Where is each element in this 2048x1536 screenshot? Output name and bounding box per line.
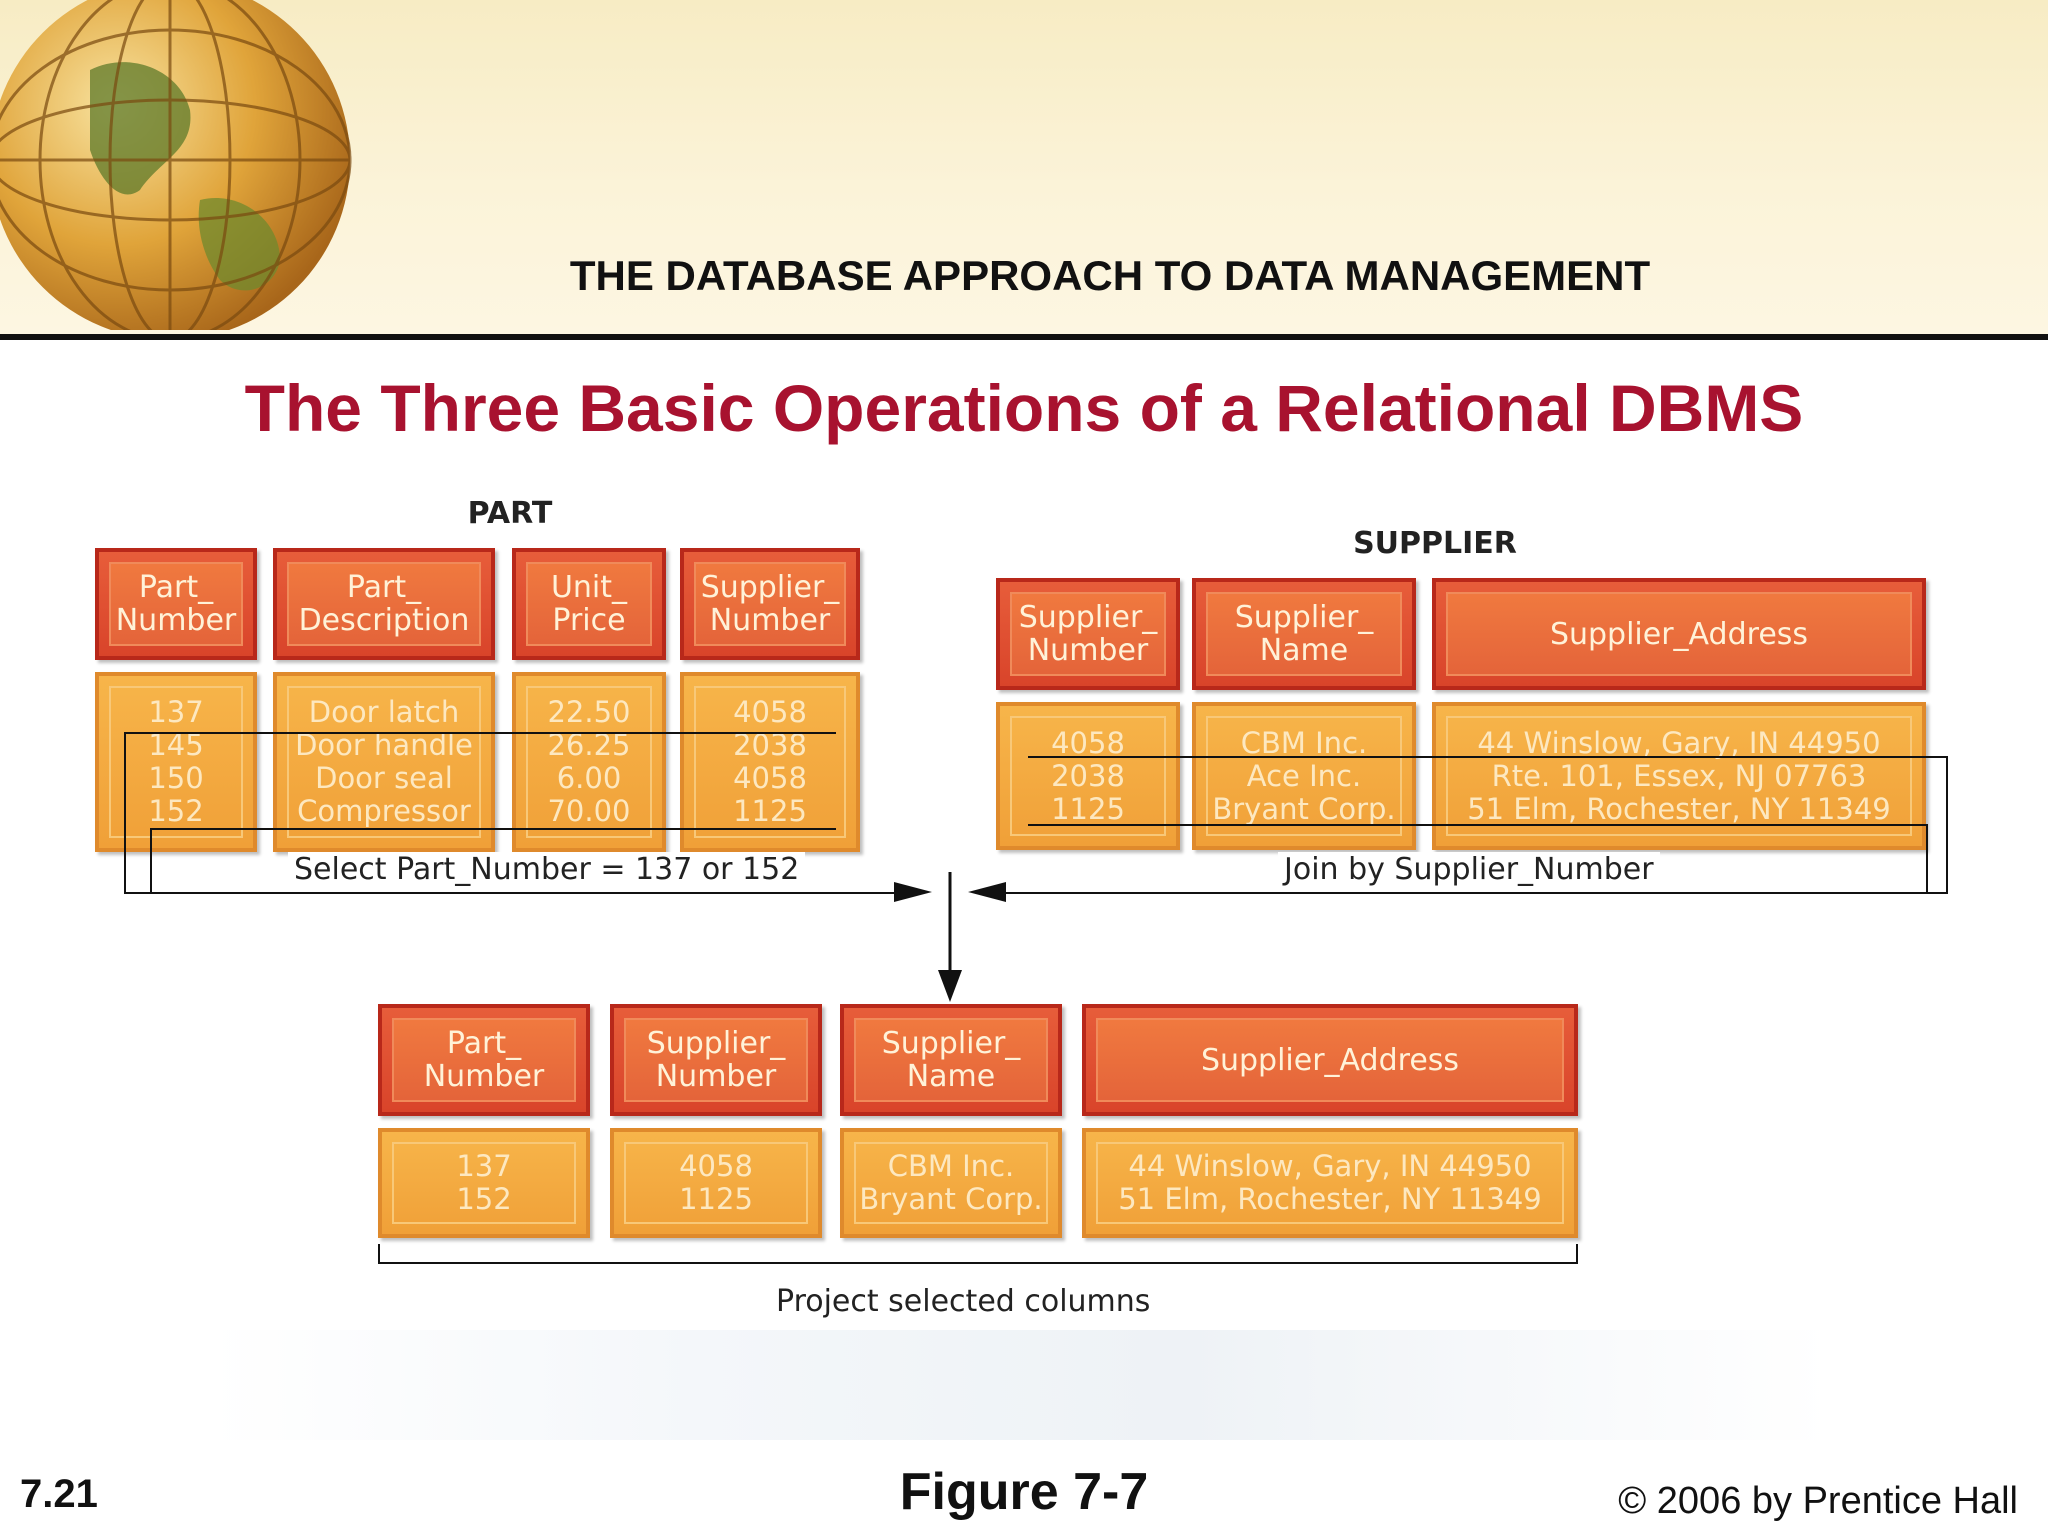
- supplier-header-supplier-name: Supplier_ Name: [1192, 578, 1416, 690]
- cell-values: 22.50 26.25 6.00 70.00: [526, 686, 652, 838]
- project-bracket-bottom: [378, 1262, 1578, 1264]
- join-line-right: [1946, 756, 1948, 894]
- section-title: THE DATABASE APPROACH TO DATA MANAGEMENT: [569, 252, 1651, 299]
- supplier-cell-supplier-number: 4058 2038 1125: [996, 702, 1180, 850]
- figure-shadow: [210, 1330, 1830, 1440]
- slide-title: The Three Basic Operations of a Relation…: [244, 371, 1804, 445]
- join-line-right-inner: [1926, 824, 1928, 894]
- operations-arrows-icon: [894, 872, 1006, 1002]
- select-line-left: [124, 732, 126, 894]
- globe-logo: [0, 0, 352, 330]
- supplier-cell-supplier-address: 44 Winslow, Gary, IN 44950 Rte. 101, Ess…: [1432, 702, 1926, 850]
- part-cell-part-number: 137 145 150 152: [95, 672, 257, 852]
- header-label: Part_ Number: [392, 1018, 576, 1102]
- part-cell-part-description: Door latch Door handle Door seal Compres…: [273, 672, 495, 852]
- cell-values: 44 Winslow, Gary, IN 44950 Rte. 101, Ess…: [1446, 716, 1912, 836]
- part-cell-unit-price: 22.50 26.25 6.00 70.00: [512, 672, 666, 852]
- header-label: Supplier_ Number: [624, 1018, 808, 1102]
- join-line-arrow: [996, 892, 1948, 894]
- figure-caption: Figure 7-7: [899, 1463, 1149, 1521]
- cell-values: 137 152: [392, 1142, 576, 1224]
- result-header-part-number: Part_ Number: [378, 1004, 590, 1116]
- header-label: Part_ Description: [287, 562, 481, 646]
- select-line-bottom: [150, 828, 836, 830]
- header-label: Supplier_ Name: [1206, 592, 1402, 676]
- header-label: Supplier_ Number: [1010, 592, 1166, 676]
- cell-values: CBM Inc. Ace Inc. Bryant Corp.: [1206, 716, 1402, 836]
- result-cell-supplier-number: 4058 1125: [610, 1128, 822, 1238]
- part-header-unit-price: Unit_ Price: [512, 548, 666, 660]
- cell-values: 137 145 150 152: [109, 686, 243, 838]
- part-header-supplier-number: Supplier_ Number: [680, 548, 860, 660]
- cell-values: 44 Winslow, Gary, IN 44950 51 Elm, Roche…: [1096, 1142, 1564, 1224]
- select-line-left-inner: [150, 828, 152, 892]
- supplier-header-supplier-number: Supplier_ Number: [996, 578, 1180, 690]
- cell-values: CBM Inc. Bryant Corp.: [854, 1142, 1048, 1224]
- result-cell-supplier-name: CBM Inc. Bryant Corp.: [840, 1128, 1062, 1238]
- part-cell-supplier-number: 4058 2038 4058 1125: [680, 672, 860, 852]
- header-label: Supplier_ Name: [854, 1018, 1048, 1102]
- cell-values: Door latch Door handle Door seal Compres…: [287, 686, 481, 838]
- part-table-name: PART: [467, 496, 553, 531]
- project-operation-label: Project selected columns: [770, 1284, 1157, 1319]
- select-line-top: [124, 732, 836, 734]
- supplier-cell-supplier-name: CBM Inc. Ace Inc. Bryant Corp.: [1192, 702, 1416, 850]
- supplier-header-supplier-address: Supplier_Address: [1432, 578, 1926, 690]
- result-header-supplier-number: Supplier_ Number: [610, 1004, 822, 1116]
- result-header-supplier-name: Supplier_ Name: [840, 1004, 1062, 1116]
- header-label: Supplier_Address: [1446, 592, 1912, 676]
- project-bracket-right: [1576, 1244, 1578, 1264]
- part-header-part-description: Part_ Description: [273, 548, 495, 660]
- part-header-part-number: Part_ Number: [95, 548, 257, 660]
- header-label: Unit_ Price: [526, 562, 652, 646]
- project-bracket-left: [378, 1244, 380, 1264]
- select-line-arrow: [124, 892, 900, 894]
- join-line-top: [1028, 756, 1948, 758]
- result-cell-supplier-address: 44 Winslow, Gary, IN 44950 51 Elm, Roche…: [1082, 1128, 1578, 1238]
- cell-values: 4058 1125: [624, 1142, 808, 1224]
- cell-values: 4058 2038 1125: [1010, 716, 1166, 836]
- header-label: Part_ Number: [109, 562, 243, 646]
- header-label: Supplier_Address: [1096, 1018, 1564, 1102]
- join-line-bottom: [1028, 824, 1928, 826]
- header-label: Supplier_ Number: [694, 562, 846, 646]
- banner-divider: [0, 334, 2048, 340]
- slide-number: 7.21: [20, 1472, 98, 1516]
- cell-values: 4058 2038 4058 1125: [694, 686, 846, 838]
- copyright-text: © 2006 by Prentice Hall: [1618, 1480, 2018, 1522]
- join-operation-label: Join by Supplier_Number: [1278, 852, 1660, 887]
- result-header-supplier-address: Supplier_Address: [1082, 1004, 1578, 1116]
- select-operation-label: Select Part_Number = 137 or 152: [288, 852, 806, 887]
- result-cell-part-number: 137 152: [378, 1128, 590, 1238]
- supplier-table-name: SUPPLIER: [1353, 526, 1517, 561]
